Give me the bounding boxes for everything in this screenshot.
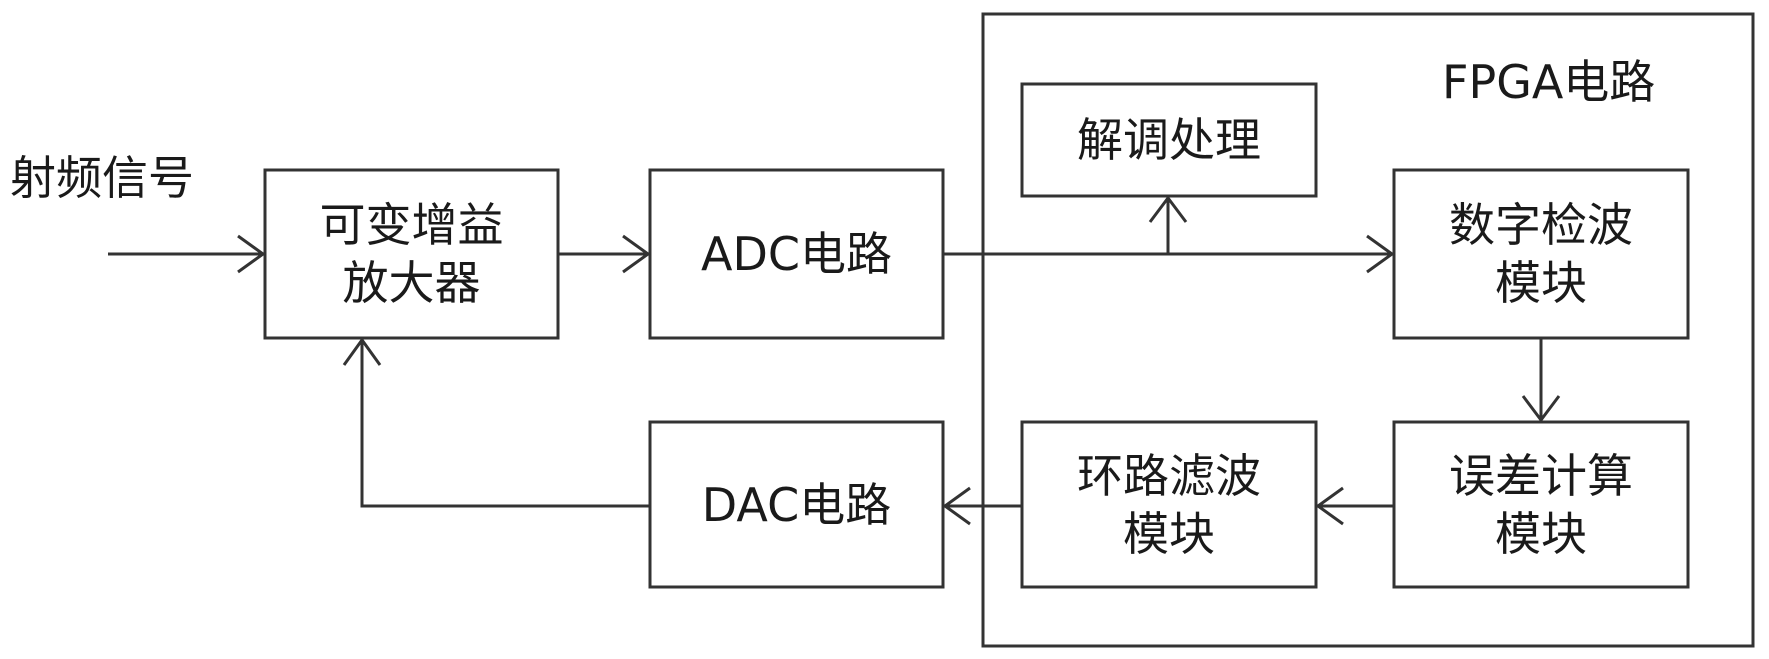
input-signal-label: 射频信号 [10,151,194,205]
arrowhead-to-demod [1148,195,1188,223]
loop-filter-label: 环路滤波 模块 [1077,448,1261,561]
dac-to-vga-feedback-line [360,340,650,508]
arrowhead-to-dac [942,486,971,526]
fpga-container [981,12,1755,648]
error-label: 误差计算 模块 [1449,448,1633,561]
arrowhead-vga-to-adc [622,234,651,274]
fpga-title: FPGA电路 [1442,55,1656,109]
arrowhead-to-detect [1366,234,1395,274]
arrowhead-to-vga [342,337,382,366]
arrowhead-input [237,234,266,274]
demod-box [1020,82,1318,198]
demod-label: 解调处理 [1077,113,1261,167]
arrowhead-to-filter [1315,486,1344,526]
dac-label: DAC电路 [701,477,892,532]
adc-label: ADC电路 [700,227,892,281]
arrowhead-to-error [1521,395,1561,423]
vga-label: 可变增益 放大器 [319,198,504,310]
detect-label: 数字检波 模块 [1449,198,1633,310]
